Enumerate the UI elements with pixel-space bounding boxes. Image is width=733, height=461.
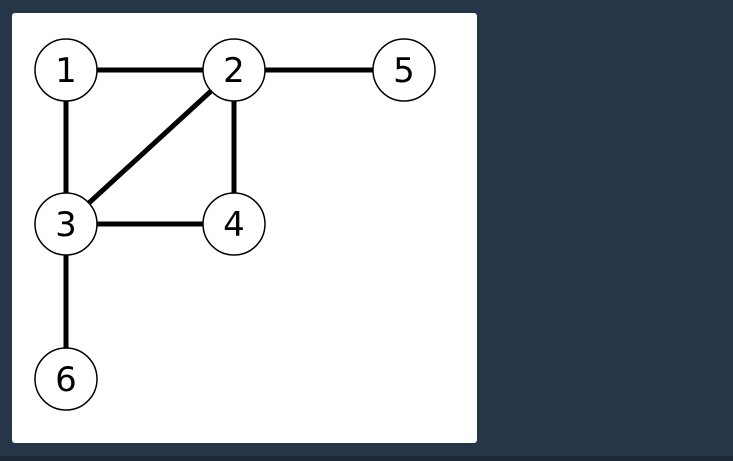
node-3: 3 [34, 192, 98, 256]
node-circle [34, 347, 98, 411]
node-5: 5 [372, 38, 436, 102]
node-4: 4 [202, 192, 266, 256]
node-circle [34, 38, 98, 102]
node-label: 6 [55, 360, 77, 400]
node-2: 2 [202, 38, 266, 102]
node-circle [202, 192, 266, 256]
bottom-strip [0, 456, 733, 461]
node-label: 2 [223, 51, 245, 91]
node-label: 1 [55, 51, 77, 91]
node-label: 4 [223, 205, 245, 245]
graph-panel: 1 2 3 4 5 6 [12, 13, 477, 443]
node-circle [202, 38, 266, 102]
node-circle [34, 192, 98, 256]
edge-2-3 [64, 68, 236, 226]
node-circle [372, 38, 436, 102]
graph-diagram: 1 2 3 4 5 6 [34, 38, 436, 411]
node-1: 1 [34, 38, 98, 102]
graph-nodes: 1 2 3 4 5 6 [34, 38, 436, 411]
node-label: 5 [393, 51, 415, 91]
node-6: 6 [34, 347, 98, 411]
node-label: 3 [55, 205, 77, 245]
